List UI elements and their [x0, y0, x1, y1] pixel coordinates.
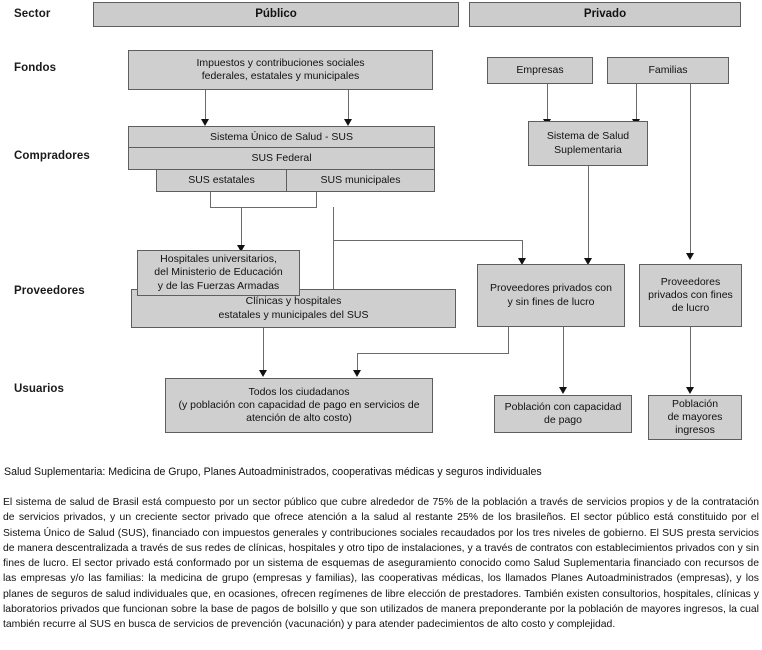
- arrowhead-sus-to-privados: [517, 258, 526, 265]
- arrowhead-sus-to-hospitales-universitarios: [236, 245, 245, 252]
- sus-stack: Sistema Único de Salud - SUS SUS Federal…: [128, 126, 435, 193]
- sector-header-privado: Privado: [469, 2, 741, 27]
- fondos-impuestos-box: Impuestos y contribuciones sociales fede…: [128, 50, 433, 90]
- connector-privados-to-ciudadanos-stub: [508, 327, 509, 354]
- sus-estatales-cell: SUS estatales: [156, 169, 287, 192]
- todos-los-ciudadanos-box: Todos los ciudadanos (y población con ca…: [165, 378, 433, 433]
- proveedores-privados-con-lucro-box: Proveedores privados con fines de lucro: [639, 264, 742, 327]
- connector-sus-municipales-stub: [316, 192, 317, 208]
- arrowhead-impuestos-to-sus-right: [343, 119, 352, 126]
- hospitales-universitarios-box: Hospitales universitarios, del Ministeri…: [137, 250, 300, 296]
- sus-federal-label: SUS Federal: [251, 152, 312, 165]
- arrowhead-privados-to-ciudadanos: [352, 370, 361, 377]
- connector-suplementaria-to-privados: [588, 166, 589, 260]
- fondos-empresas-box: Empresas: [487, 57, 593, 84]
- connector-sus-bus: [210, 207, 317, 208]
- poblacion-capacidad-pago-box: Población con capacidad de pago: [494, 395, 632, 433]
- sector-header-publico-label: Público: [255, 8, 297, 21]
- arrowhead-clinicas-to-ciudadanos: [258, 370, 267, 377]
- body-paragraph: El sistema de salud de Brasil está compu…: [3, 497, 759, 631]
- hospitales-universitarios-label: Hospitales universitarios, del Ministeri…: [154, 253, 283, 292]
- sistema-salud-suplementaria-box: Sistema de Salud Suplementaria: [528, 121, 648, 166]
- arrowhead-familias-to-privados-lucro: [685, 253, 694, 260]
- row-label-usuarios: Usuarios: [14, 383, 65, 395]
- fondos-empresas-label: Empresas: [516, 63, 564, 76]
- row-label-sector: Sector: [14, 8, 51, 20]
- connector-sus-to-privados-horizontal: [333, 240, 523, 241]
- sus-municipales-label: SUS municipales: [320, 174, 401, 187]
- arrowhead-privados-lucro-to-poblacion-ingresos: [685, 387, 694, 394]
- connector-sus-to-clinicas: [333, 207, 334, 291]
- connector-impuestos-to-sus-right: [348, 90, 349, 121]
- connector-familias-to-suplementaria: [636, 84, 637, 121]
- proveedores-privados-con-sin-lucro-box: Proveedores privados con y sin fines de …: [477, 264, 625, 327]
- proveedores-privados-con-sin-lucro-label: Proveedores privados con y sin fines de …: [490, 282, 612, 308]
- poblacion-mayores-ingresos-label: Población de mayores ingresos: [667, 397, 723, 437]
- fondos-familias-label: Familias: [648, 63, 688, 76]
- arrowhead-impuestos-to-sus-left: [200, 119, 209, 126]
- connector-familias-to-privados-lucro: [690, 84, 691, 255]
- row-label-fondos: Fondos: [14, 62, 57, 74]
- connector-clinicas-to-ciudadanos: [263, 328, 264, 372]
- connector-privados-to-ciudadanos-vertical: [357, 353, 358, 372]
- clinicas-hospitales-label: Clínicas y hospitales estatales y munici…: [218, 295, 369, 321]
- connector-sus-to-hospitales-universitarios: [241, 207, 242, 247]
- poblacion-mayores-ingresos-box: Población de mayores ingresos: [648, 395, 742, 440]
- sector-header-privado-label: Privado: [583, 8, 627, 21]
- sector-header-publico: Público: [93, 2, 459, 27]
- connector-privados-to-ciudadanos-horizontal: [357, 353, 509, 354]
- row-label-compradores: Compradores: [14, 150, 90, 162]
- sus-estatales-label: SUS estatales: [188, 174, 255, 187]
- sus-title-row: Sistema Único de Salud - SUS: [128, 126, 435, 148]
- connector-sus-estatales-stub: [210, 192, 211, 208]
- arrowhead-privados-to-poblacion-pago: [558, 387, 567, 394]
- arrowhead-suplementaria-to-privados: [583, 258, 592, 265]
- sus-title-label: Sistema Único de Salud - SUS: [210, 130, 353, 143]
- diagram-caption: Salud Suplementaria: Medicina de Grupo, …: [4, 466, 542, 478]
- sus-federal-row: SUS Federal: [128, 147, 435, 170]
- proveedores-privados-con-lucro-label: Proveedores privados con fines de lucro: [648, 275, 733, 315]
- connector-impuestos-to-sus-left: [205, 90, 206, 121]
- connector-privados-to-poblacion-pago: [563, 327, 564, 389]
- sus-municipales-cell: SUS municipales: [286, 169, 435, 192]
- health-system-diagram: Sector Fondos Compradores Proveedores Us…: [14, 2, 742, 440]
- todos-los-ciudadanos-label: Todos los ciudadanos (y población con ca…: [178, 385, 420, 425]
- sistema-salud-suplementaria-label: Sistema de Salud Suplementaria: [546, 130, 630, 156]
- connector-empresas-to-suplementaria: [547, 84, 548, 121]
- connector-sus-to-privados-vertical: [522, 240, 523, 260]
- row-label-proveedores: Proveedores: [14, 285, 85, 297]
- poblacion-capacidad-pago-label: Población con capacidad de pago: [504, 400, 622, 426]
- fondos-familias-box: Familias: [607, 57, 729, 84]
- connector-privados-lucro-to-poblacion-ingresos: [690, 327, 691, 389]
- fondos-impuestos-label: Impuestos y contribuciones sociales fede…: [196, 56, 365, 82]
